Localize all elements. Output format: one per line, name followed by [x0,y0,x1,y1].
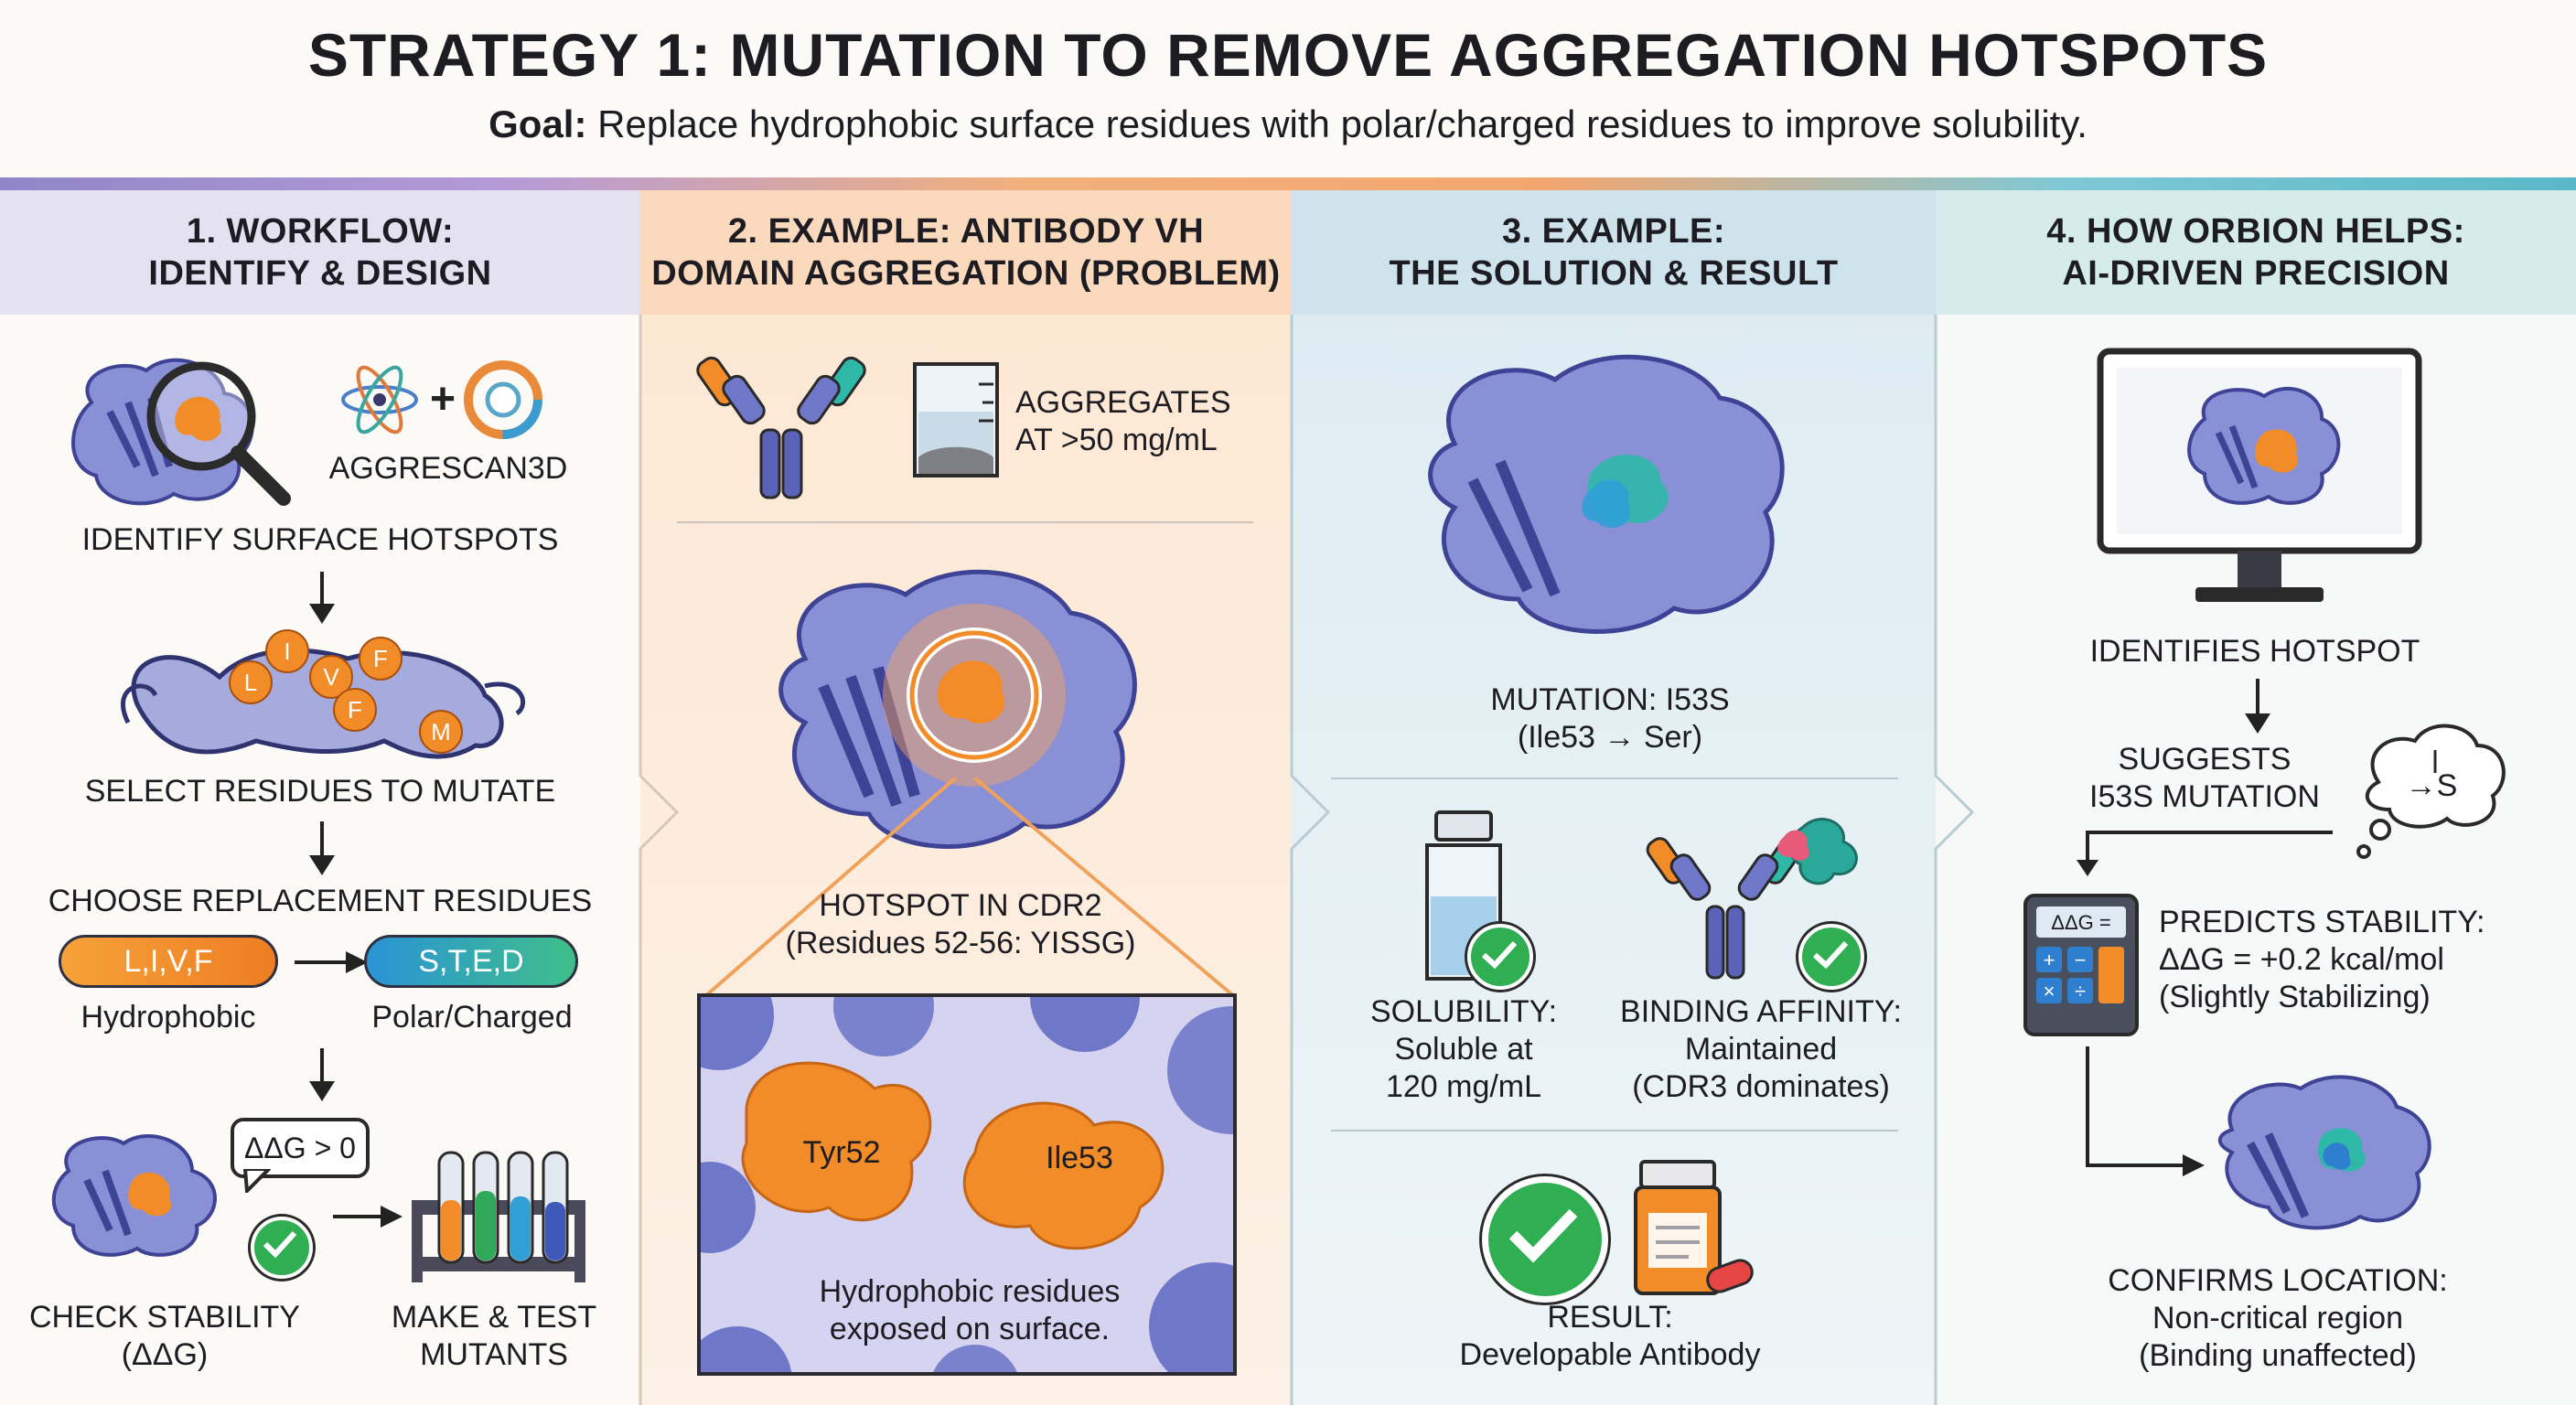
step-identify-hotspots: IDENTIFY SURFACE HOTSPOTS [81,522,559,557]
exposed-residues-label: Hydrophobic residues exposed on surface. [819,1274,1121,1346]
arrowhead-4 [2245,713,2270,734]
atom-plus-ring-icon: + [341,360,542,439]
divider-solution-1 [1331,778,1898,779]
svg-text:+: + [2044,949,2055,971]
label-hydrophobic: Hydrophobic [80,1000,256,1035]
aggregates-label: AGGREGATES AT >50 mg/mL [1015,385,1231,457]
antibody-antigen-icon [1646,818,1858,980]
beaker-icon [913,362,999,477]
svg-text:−: − [2075,949,2087,971]
surface-zoom-panel [697,993,1237,1376]
arrow-right-icon [295,951,368,973]
cloud-text: →S [2405,768,2458,803]
arrowhead-3 [309,1081,335,1101]
step-make-test: MAKE & TEST MUTANTS [391,1300,597,1372]
step-select-residues: SELECT RESIDUES TO MUTATE [84,774,556,809]
hotspot-protein-diagram [778,569,1137,849]
pill-bottle-icon [1634,1160,1754,1295]
residue-bubble: F [359,637,402,681]
divider-problem [677,521,1253,523]
divider-solution-2 [1331,1130,1898,1132]
heading-solution: 3. EXAMPLE: THE SOLUTION & RESULT [1292,190,1936,315]
peptide-chain-diagram [121,648,526,759]
residue-ile53: Ile53 [1046,1141,1113,1175]
step-check-stability: CHECK STABILITY (ΔΔG) [29,1300,300,1372]
pill-polar-charged: S,T,E,D [364,935,578,988]
goal-text: Replace hydrophobic surface residues wit… [586,102,2088,145]
test-tube-rack-icon [412,1151,585,1282]
protein-small-icon [51,1133,217,1257]
arrow-down-1 [320,572,324,613]
calculator-icon: + − × ÷ [2023,894,2139,1036]
elbow-arrow-icon [2077,831,2333,876]
mutation-label: MUTATION: I53S (Ile53 → Ser) [1490,682,1730,755]
predicts-stability-label: PREDICTS STABILITY: ΔΔG = +0.2 kcal/mol … [2159,905,2485,1014]
page-subtitle: Goal: Replace hydrophobic surface residu… [0,102,2576,146]
antibody-icon [696,356,866,499]
svg-text:÷: ÷ [2075,980,2086,1003]
protein-magnifier-icon [71,358,291,506]
svg-text:+: + [430,375,456,424]
header-gradient-bar [0,177,2576,190]
arrow-right-2-icon [333,1206,402,1228]
identifies-hotspot-label: IDENTIFIES HOTSPOT [2089,634,2420,669]
suggests-mutation-label: SUGGESTS I53S MUTATION [2089,742,2320,814]
svg-text:×: × [2044,980,2055,1003]
heading-orbion: 4. HOW ORBION HELPS: AI-DRIVEN PRECISION [1936,190,2576,315]
arrow-down-4 [2256,679,2259,720]
residue-bubble: I [265,629,309,673]
checkmark-glyph [263,1230,297,1259]
confirms-location-label: CONFIRMS LOCATION: Non-critical region (… [2108,1263,2448,1373]
label-polar-charged: Polar/Charged [371,1000,573,1035]
arrowhead-2 [309,855,335,875]
residue-bubble: V [309,655,353,699]
pill-hydrophobic: L,I,V,F [59,935,278,988]
solubility-label: SOLUBILITY: Soluble at 120 mg/mL [1369,994,1558,1104]
result-label: RESULT: Developable Antibody [1459,1300,1761,1372]
arrow-down-2 [320,821,324,863]
zoom-callout-lines [703,778,1237,997]
residue-bubble: F [333,688,377,732]
bubble-tail [243,1169,271,1193]
page-title: STRATEGY 1: MUTATION TO REMOVE AGGREGATI… [307,21,2269,89]
heading-problem: 2. EXAMPLE: ANTIBODY VH DOMAIN AGGREGATI… [640,190,1292,315]
tool-name: AGGRESCAN3D [328,451,568,486]
monitor-icon [2097,348,2422,602]
ddg-speech-bubble: ΔΔG > 0 [231,1118,370,1178]
checkmark-glyph-large [1508,1208,1578,1263]
thought-cloud-icon [2356,724,2506,859]
heading-workflow: 1. WORKFLOW: IDENTIFY & DESIGN [0,190,640,315]
confirmed-protein-diagram [2217,1075,2431,1230]
elbow-arrow-2-icon [2086,1046,2205,1176]
goal-label: Goal: [488,102,587,145]
arrowhead-1 [309,604,335,624]
binding-label: BINDING AFFINITY: Maintained (CDR3 domin… [1620,994,1902,1104]
mutated-protein-diagram [1428,354,1785,634]
column-separators [639,190,1975,1405]
hotspot-label: HOTSPOT IN CDR2 (Residues 52-56: YISSG) [785,888,1136,960]
checkmark-glyph [1481,940,1518,970]
calculator-display: ΔΔG = [2051,911,2111,934]
surface-zoom-art [701,997,1233,1372]
residue-bubble: L [229,660,273,704]
residue-tyr52: Tyr52 [802,1135,881,1170]
residue-bubble: M [419,710,463,754]
checkmark-glyph [1812,940,1849,970]
step-choose-replacement: CHOOSE REPLACEMENT RESIDUES [48,884,593,918]
arrow-down-3 [320,1048,324,1089]
